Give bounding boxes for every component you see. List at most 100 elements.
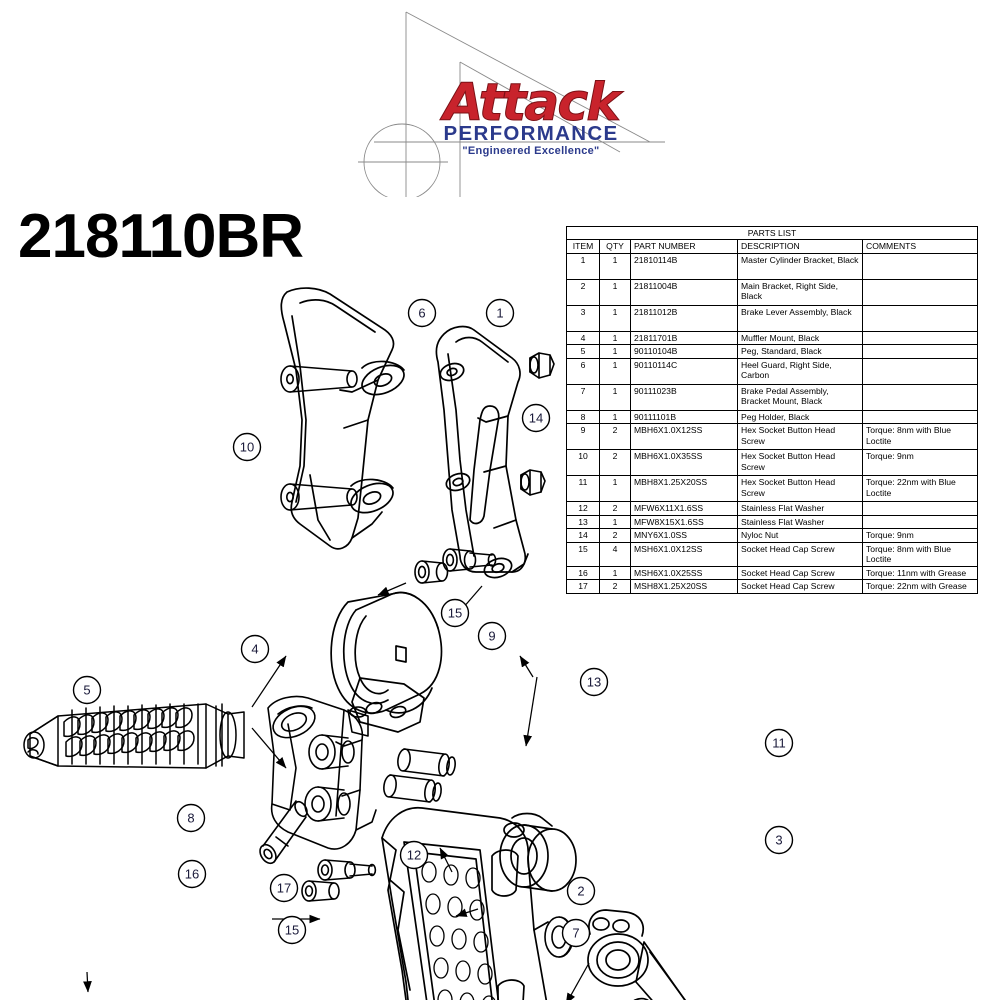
qty-cell: 1 bbox=[599, 409, 631, 425]
comments-cell: Torque: 9nm bbox=[862, 528, 978, 543]
part-foot-peg bbox=[23, 703, 245, 769]
comments-cell: Torque: 8nm with Blue Loctite bbox=[862, 541, 978, 567]
part-number-cell: MSH6X1.0X12SS bbox=[630, 541, 738, 567]
balloon-circle bbox=[566, 876, 596, 906]
item-cell: 3 bbox=[566, 304, 600, 332]
description-cell: Hex Socket Button Head Screw bbox=[737, 423, 863, 451]
balloon-label: 7 bbox=[572, 926, 579, 941]
callout-balloon-16[interactable]: 16 bbox=[177, 859, 207, 889]
balloon-circle bbox=[407, 298, 437, 328]
description-cell: Heel Guard, Right Side, Carbon bbox=[737, 357, 863, 385]
balloon-label: 10 bbox=[240, 440, 254, 455]
balloon-label: 8 bbox=[187, 811, 194, 826]
balloon-circle bbox=[485, 298, 515, 328]
part-number-cell: MBH6X1.0X12SS bbox=[630, 423, 738, 451]
qty-cell: 1 bbox=[599, 383, 631, 411]
callout-balloon-15[interactable]: 15 bbox=[277, 915, 307, 945]
logo-tagline-text: "Engineered Excellence" bbox=[462, 145, 600, 158]
part-screw-10-lower bbox=[280, 483, 358, 511]
balloon-circle bbox=[72, 675, 102, 705]
part-screw-16 bbox=[259, 800, 308, 865]
balloon-label: 2 bbox=[577, 884, 584, 899]
description-cell: Master Cylinder Bracket, Black bbox=[737, 252, 863, 280]
balloon-circle bbox=[399, 840, 429, 870]
comments-cell bbox=[862, 304, 978, 332]
callout-balloon-10[interactable]: 10 bbox=[232, 432, 262, 462]
balloon-label: 14 bbox=[529, 411, 543, 426]
part-screw-15-b bbox=[414, 560, 449, 584]
balloon-label: 9 bbox=[488, 629, 495, 644]
exploded-assembly-drawing: AP bbox=[0, 270, 1000, 1000]
callout-balloon-4[interactable]: 4 bbox=[240, 634, 270, 664]
balloon-label: 4 bbox=[251, 642, 258, 657]
callout-balloon-3[interactable]: 3 bbox=[764, 825, 794, 855]
part-number-cell: 21811004B bbox=[630, 278, 738, 306]
callout-balloon-14[interactable]: 14 bbox=[521, 403, 551, 433]
callout-balloon-2[interactable]: 2 bbox=[566, 876, 596, 906]
callout-balloon-1[interactable]: 1 bbox=[485, 298, 515, 328]
column-header-description: DESCRIPTION bbox=[737, 239, 863, 254]
balloon-label: 17 bbox=[277, 881, 291, 896]
callout-balloon-12[interactable]: 12 bbox=[399, 840, 429, 870]
part-screw-15-c bbox=[317, 859, 377, 881]
balloon-circle bbox=[269, 873, 299, 903]
callout-balloon-15[interactable]: 15 bbox=[440, 598, 470, 628]
part-nyloc-nut-lower bbox=[520, 469, 546, 496]
part-brake-lever-assembly bbox=[587, 909, 687, 1000]
part-number-cell: MSH6X1.0X25SS bbox=[630, 565, 738, 581]
balloon-circle bbox=[240, 634, 270, 664]
balloon-circle bbox=[764, 728, 794, 758]
qty-cell: 1 bbox=[599, 304, 631, 332]
leader-14a bbox=[519, 655, 534, 678]
part-muffler-mount bbox=[330, 591, 443, 733]
leader-14b bbox=[523, 676, 538, 747]
comments-cell bbox=[862, 278, 978, 306]
comments-cell: Torque: 22nm with Grease bbox=[862, 579, 978, 594]
callout-balloon-13[interactable]: 13 bbox=[579, 667, 609, 697]
company-logo: Attack PERFORMANCE "Engineered Excellenc… bbox=[350, 2, 680, 197]
qty-cell: 1 bbox=[599, 344, 631, 359]
callout-balloon-17[interactable]: 17 bbox=[269, 873, 299, 903]
column-header-part-number: PART NUMBER bbox=[630, 239, 738, 254]
leader-10a bbox=[251, 655, 287, 708]
balloon-circle bbox=[561, 918, 591, 948]
leader-6 bbox=[377, 582, 407, 596]
part-number-cell: MBH6X1.0X35SS bbox=[630, 449, 738, 477]
item-cell: 9 bbox=[566, 423, 600, 451]
parts-list-title: PARTS LIST bbox=[566, 225, 978, 241]
qty-cell: 1 bbox=[599, 278, 631, 306]
comments-cell bbox=[862, 501, 978, 516]
description-cell: Nyloc Nut bbox=[737, 528, 863, 543]
column-header-item: ITEM bbox=[566, 239, 600, 254]
part-number-cell: 21811012B bbox=[630, 304, 738, 332]
part-number-cell: 90111023B bbox=[630, 383, 738, 411]
callout-balloon-11[interactable]: 11 bbox=[764, 728, 794, 758]
balloon-label: 16 bbox=[185, 867, 199, 882]
balloon-circle bbox=[277, 915, 307, 945]
balloon-label: 15 bbox=[285, 923, 299, 938]
item-cell: 13 bbox=[566, 514, 600, 530]
callout-balloon-9[interactable]: 9 bbox=[477, 621, 507, 651]
callout-balloon-6[interactable]: 6 bbox=[407, 298, 437, 328]
callout-balloon-7[interactable]: 7 bbox=[561, 918, 591, 948]
balloon-circle bbox=[232, 432, 262, 462]
callout-balloon-5[interactable]: 5 bbox=[72, 675, 102, 705]
column-header-qty: QTY bbox=[599, 239, 631, 254]
part-screw-9-upper bbox=[397, 748, 456, 777]
part-nyloc-nut-upper bbox=[529, 352, 555, 379]
leader-9 bbox=[455, 908, 479, 917]
part-master-cylinder-bracket bbox=[435, 325, 529, 579]
balloon-label: 12 bbox=[407, 848, 421, 863]
comments-cell bbox=[862, 409, 978, 425]
callout-balloon-8[interactable]: 8 bbox=[176, 803, 206, 833]
table-title-row: PARTS LIST bbox=[566, 225, 978, 241]
balloon-circle bbox=[579, 667, 609, 697]
balloon-circle bbox=[177, 859, 207, 889]
